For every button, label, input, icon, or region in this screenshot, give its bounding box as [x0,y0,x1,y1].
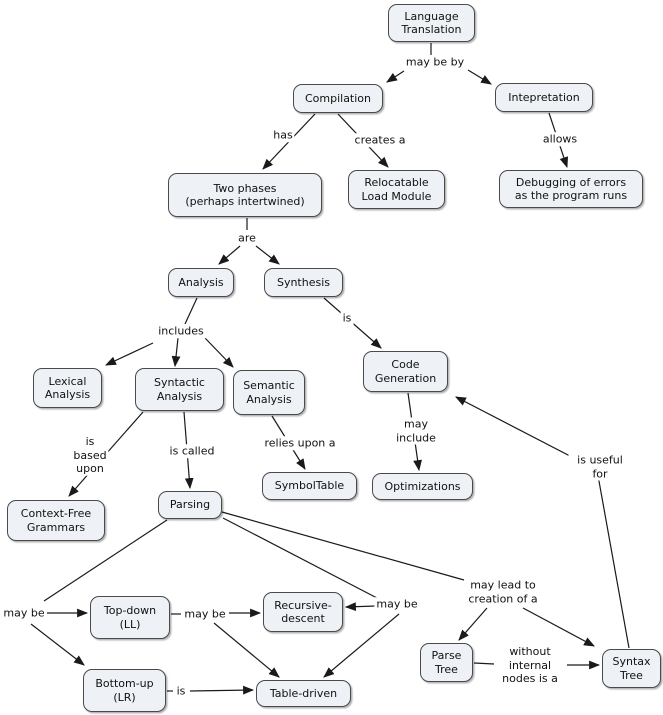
link-label-is-useful-for[interactable]: is useful for [568,453,632,481]
concept-node-lexical-analysis[interactable]: Lexical Analysis [33,368,102,408]
edge-may-be-c-to-recursive-descent [344,602,377,612]
edge-parsing-to-may-be-c [222,517,378,599]
edge-syntax-tree-to-code-generation [455,396,630,649]
concept-node-relocatable-load-module[interactable]: Relocatable Load Module [348,170,445,209]
edge-may-be-by-to-intepretation [467,69,492,85]
edge-are-to-synthesis [255,245,280,265]
concept-node-top-down-ll[interactable]: Top-down (LL) [90,596,170,639]
concept-node-table-driven[interactable]: Table-driven [256,680,351,707]
link-label-creates-a[interactable]: creates a [352,133,408,147]
edge-parsing-to-may-lead-to [221,511,465,581]
concept-node-parsing[interactable]: Parsing [158,491,222,519]
edge-parse-tree-to-without-internal [473,662,495,665]
edge-analysis-to-includes [184,297,198,325]
edge-may-lead-to-to-parse-tree [458,607,488,641]
concept-node-bottom-up-lr[interactable]: Bottom-up (LR) [83,669,166,712]
link-label-may-include[interactable]: may include [394,417,438,445]
concept-node-code-generation[interactable]: Code Generation [363,351,448,392]
link-label-may-be-a[interactable]: may be [1,606,47,620]
link-label-relies-upon-a[interactable]: relies upon a [262,436,338,450]
edge-may-lead-to-to-syntax-tree [522,607,595,647]
concept-node-syntax-tree[interactable]: Syntax Tree [602,649,661,688]
link-label-are[interactable]: are [236,231,258,245]
concept-node-optimizations[interactable]: Optimizations [372,473,473,500]
edge-may-be-c-to-table-driven [323,613,400,678]
link-label-may-be-by[interactable]: may be by [403,55,467,69]
concept-node-analysis[interactable]: Analysis [168,268,234,297]
concept-node-symbol-table[interactable]: SymbolTable [262,472,357,500]
link-label-is-based-upon[interactable]: is based upon [71,434,109,476]
concept-node-language-translation[interactable]: Language Translation [388,4,475,42]
link-label-includes[interactable]: includes [156,324,206,338]
link-label-may-lead-to[interactable]: may lead to creation of a [466,578,540,606]
link-label-without-internal[interactable]: without internal nodes is a [500,644,560,686]
edge-may-be-by-to-compilation [386,70,405,83]
link-label-is-b[interactable]: is [174,684,188,698]
edge-includes-to-semantic-analysis [204,337,234,368]
edge-includes-to-syntactic-analysis [171,337,181,368]
edge-may-be-a-to-bottom-up-lr [30,623,85,666]
link-label-allows[interactable]: allows [540,132,580,146]
link-label-may-be-b[interactable]: may be [182,607,228,621]
concept-node-recursive-descent[interactable]: Recursive- descent [263,592,343,632]
link-label-has[interactable]: has [271,128,295,142]
concept-node-parse-tree[interactable]: Parse Tree [420,643,473,682]
edge-includes-to-lexical-analysis [105,342,154,366]
link-label-is-a[interactable]: is [340,311,354,325]
edge-is-b-to-table-driven [189,685,255,695]
edge-may-be-b-to-table-driven [213,622,280,678]
concept-node-syntactic-analysis[interactable]: Syntactic Analysis [135,368,224,411]
concept-node-semantic-analysis[interactable]: Semantic Analysis [233,370,305,415]
edge-are-to-analysis [218,245,241,265]
link-label-is-called[interactable]: is called [167,444,217,458]
concept-node-synthesis[interactable]: Synthesis [264,268,343,297]
concept-node-debugging-of-errors[interactable]: Debugging of errors as the program runs [499,170,643,208]
edge-parsing-to-may-be-a [43,519,168,602]
concept-node-intepretation[interactable]: Intepretation [495,83,593,112]
concept-node-compilation[interactable]: Compilation [293,84,383,113]
concept-node-context-free-grammars[interactable]: Context-Free Grammars [7,500,105,541]
concept-node-two-phases[interactable]: Two phases (perhaps intertwined) [168,173,322,217]
link-label-may-be-c[interactable]: may be [374,597,420,611]
